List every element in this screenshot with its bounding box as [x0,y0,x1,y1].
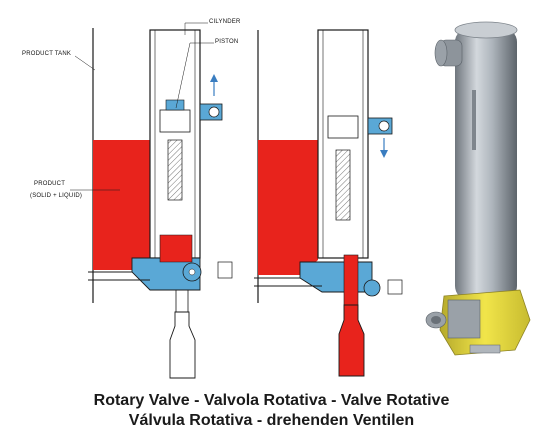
left-section-drawing [70,22,233,379]
product-fill-left [93,140,150,270]
middle-section-drawing [254,29,403,377]
product-fill-middle [258,140,318,275]
bottle-left [169,311,196,379]
piston-middle [327,115,359,139]
valve-housing-middle [299,261,373,293]
cylinder-photo [455,28,517,300]
piston-rod-middle [335,149,351,221]
bottle-middle-filled [338,304,365,377]
label-product-sub: (SOLID + LIQUID) [30,193,83,199]
label-product: PRODUCT [34,181,66,187]
label-cilynder: CILYNDER [209,19,241,25]
label-product-tank: PRODUCT TANK [22,51,72,57]
caption-line-1: Rotary Valve - Valvola Rotativa - Valve … [93,392,450,409]
piston-rod-left [167,139,183,201]
label-piston: PISTON [215,39,239,45]
caption-line-2: Válvula Rotativa - drehenden Ventilen [128,412,415,429]
piston-left [159,109,191,133]
arrow-up-icon [210,74,218,82]
cylinder-middle [317,29,369,259]
valve-photo-render [425,21,531,356]
arrow-down-icon [380,150,388,158]
